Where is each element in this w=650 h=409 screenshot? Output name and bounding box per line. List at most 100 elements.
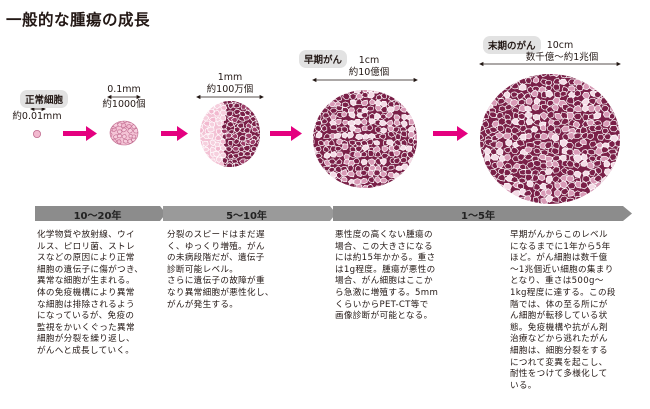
- cell-shape: [203, 120, 212, 127]
- cell-shape: [366, 124, 373, 132]
- cell-shape: [398, 183, 407, 188]
- cell-shape: [565, 142, 574, 149]
- cell-shape: [341, 126, 348, 134]
- cell-shape: [593, 174, 602, 183]
- cell-shape: [402, 93, 409, 100]
- cell-shape: [554, 127, 562, 135]
- cell-shape: [395, 132, 402, 140]
- cell-shape: [334, 145, 343, 152]
- cell-shape: [341, 101, 350, 108]
- cell-shape: [552, 119, 562, 127]
- size-indicator-arrow: [107, 94, 141, 100]
- cell-shape: [213, 150, 220, 158]
- cell-shape: [250, 165, 259, 167]
- stage-size-label: 10cm: [546, 40, 574, 51]
- cell-shape: [526, 74, 535, 78]
- description-line: ら急激に増殖する。5mm: [335, 287, 439, 298]
- cell-shape: [615, 99, 620, 106]
- cell-shape: [496, 160, 504, 169]
- cell-shape: [367, 90, 375, 99]
- cell-shape: [374, 112, 381, 120]
- cell-shape: [525, 97, 533, 105]
- cell-shape: [233, 109, 242, 116]
- cell-shape: [233, 138, 241, 145]
- description-line: になっているが、免疫の: [37, 311, 135, 322]
- description-normal-stage: 化学物質や放射線、ウイルス、ピロリ菌、ストレスなどの原因により正常細胞の遺伝子に…: [37, 230, 159, 358]
- cell-shape: [385, 111, 394, 119]
- cell-shape: [532, 159, 542, 168]
- cell-shape: [202, 109, 210, 115]
- cell-shape: [488, 85, 497, 92]
- size-indicator-arrow: [196, 94, 264, 100]
- cell-shape: [214, 134, 223, 141]
- cell-shape: [530, 89, 539, 98]
- cell-shape: [495, 77, 504, 86]
- cell-shape: [219, 138, 226, 145]
- cell-shape: [544, 183, 553, 191]
- cell-shape: [313, 101, 318, 107]
- cell-shape: [323, 133, 331, 140]
- cell-shape: [381, 145, 389, 153]
- progression-arrow: [161, 126, 188, 141]
- cell-shape: [573, 89, 581, 98]
- cell-shape: [588, 169, 596, 176]
- cell-shape: [380, 105, 388, 113]
- cell-shape: [313, 158, 319, 166]
- cell-shape: [354, 127, 362, 133]
- cell-shape: [200, 132, 203, 139]
- cell-shape: [394, 184, 401, 188]
- description-line: 態。免疫機構や抗がん剤: [510, 322, 608, 333]
- cell-shape: [378, 133, 387, 140]
- stage-count-label: 約1000個: [102, 99, 146, 110]
- cell-shape: [244, 159, 251, 166]
- cell-shape: [393, 119, 401, 127]
- cell-shape: [560, 117, 569, 125]
- cell-shape: [616, 167, 620, 176]
- cell-shape: [313, 137, 315, 145]
- cell-shape: [586, 132, 594, 141]
- cell-shape: [572, 99, 582, 108]
- cell-shape: [378, 120, 387, 127]
- cell-shape: [313, 105, 319, 112]
- cell-cluster-0-1mm: [110, 121, 138, 145]
- normal-cell-icon: [33, 129, 42, 138]
- timeline-band: [35, 206, 632, 221]
- cell-shape: [225, 132, 232, 139]
- cell-shape: [314, 145, 322, 153]
- cell-shape: [360, 112, 369, 119]
- cell-shape: [340, 176, 348, 183]
- cell-shape: [614, 163, 620, 171]
- early-cancer-tumor: [313, 90, 417, 188]
- cell-shape: [532, 196, 540, 204]
- cell-shape: [504, 196, 513, 204]
- cell-shape: [594, 74, 603, 78]
- cell-shape: [225, 162, 233, 167]
- cell-shape: [510, 126, 521, 134]
- cell-shape: [497, 98, 506, 105]
- cell-shape: [558, 78, 568, 85]
- description-line: となり、重さは500g〜: [510, 276, 604, 287]
- cell-shape: [209, 101, 215, 105]
- cell-shape: [387, 101, 395, 108]
- cell-shape: [602, 78, 609, 86]
- cell-shape: [566, 74, 574, 78]
- cell-shape: [408, 175, 416, 183]
- cell-shape: [121, 133, 127, 139]
- cell-shape: [398, 176, 407, 183]
- cell-shape: [603, 159, 611, 168]
- cell-shape: [234, 126, 241, 134]
- cell-shape: [525, 132, 532, 140]
- cell-shape: [231, 132, 239, 139]
- cell-shape: [524, 105, 532, 113]
- cell-shape: [366, 105, 375, 112]
- cell-shape: [110, 121, 113, 124]
- cell-shape: [207, 126, 215, 133]
- cell-shape: [552, 166, 560, 174]
- cell-shape: [257, 129, 260, 135]
- cell-shape: [586, 195, 595, 203]
- cell-shape: [408, 94, 416, 102]
- cell-shape: [561, 125, 570, 133]
- cell-shape: [122, 121, 128, 123]
- cell-shape: [594, 78, 602, 85]
- cell-shape: [616, 91, 620, 99]
